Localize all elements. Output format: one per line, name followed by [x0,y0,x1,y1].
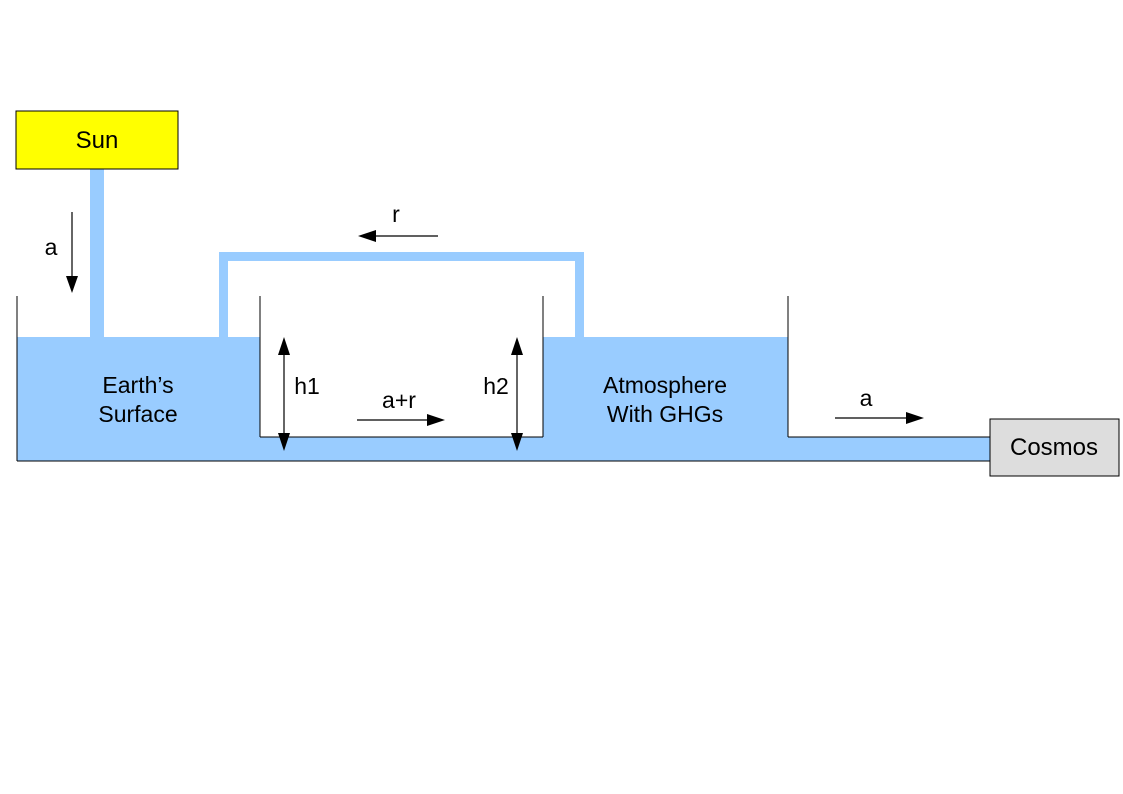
return-pipe-top [219,252,584,261]
h1-label: h1 [294,373,320,399]
transfer-label: a+r [382,387,416,413]
sun-flow-label: a [45,234,58,260]
return-pipe-left [219,252,228,337]
sun-label: Sun [76,127,119,154]
h1-arrow-head-top [278,337,290,355]
sun-input-pipe [90,169,104,337]
sun-flow-arrow-head [66,276,78,293]
h1-arrow-head-bottom [278,433,290,451]
outflow-arrow-head [906,412,924,424]
bottom-channel-water [260,437,543,461]
transfer-arrow-head [427,414,445,426]
back-radiation-arrow-head [358,230,376,242]
atmosphere-label-line-1: Atmosphere [603,372,727,398]
sun-box [15,110,179,170]
surface-tank-water [17,337,260,461]
return-pipe-right [575,252,584,337]
outflow-channel-water [788,437,990,461]
atmosphere-tank-water [543,337,788,461]
cosmos-box [989,418,1120,477]
h2-label: h2 [483,373,509,399]
sun-node: Sun [15,110,179,170]
earth-surface-label-line-2: Surface [98,401,177,427]
back-radiation-label: r [392,201,400,227]
cosmos-label: Cosmos [1010,434,1098,461]
outflow-label: a [860,385,873,411]
h2-arrow-head-bottom [511,433,523,451]
atmosphere-label-line-2: With GHGs [607,401,723,427]
earth-surface-label-line-1: Earth’s [102,372,173,398]
cosmos-node: Cosmos [989,418,1120,477]
h2-arrow-head-top [511,337,523,355]
